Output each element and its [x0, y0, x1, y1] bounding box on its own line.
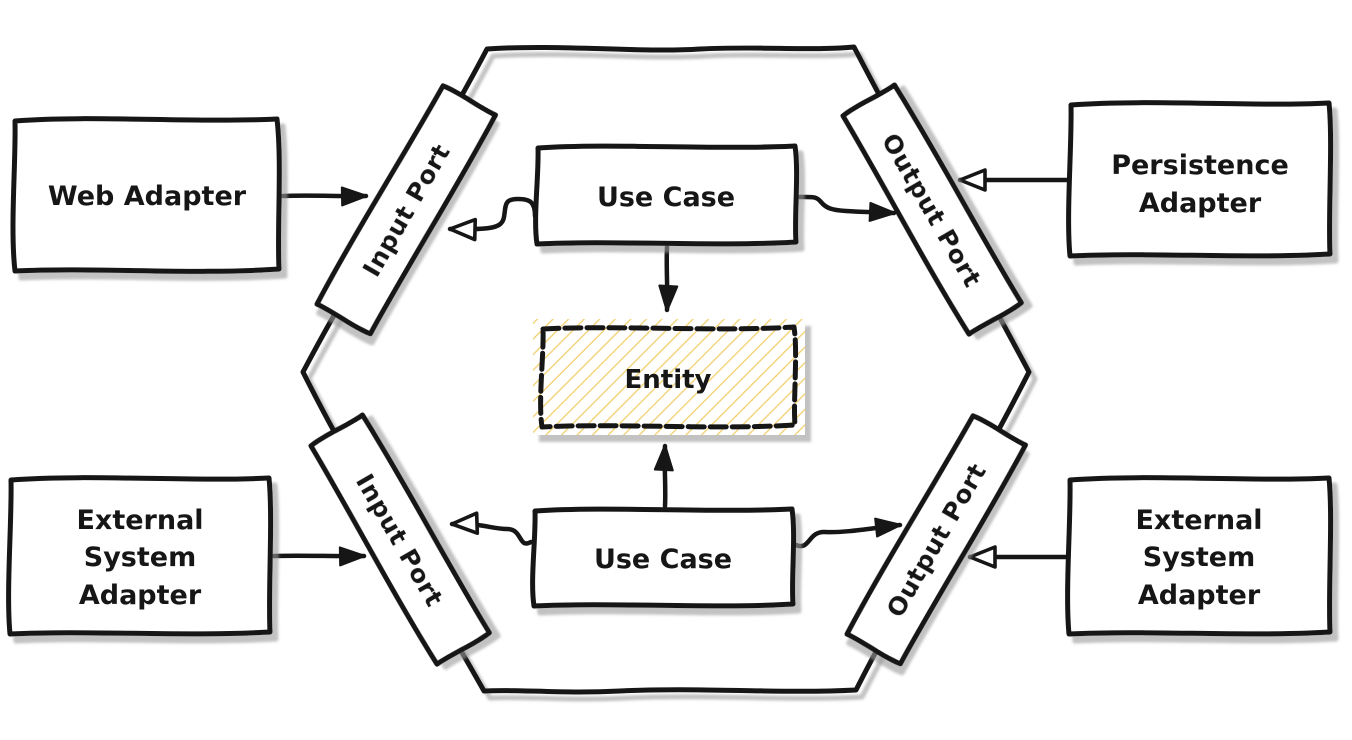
- arrow-use-case-top-to-entity: [658, 244, 679, 313]
- external-system-adapter-left-label-line2: System: [84, 542, 196, 573]
- entity: Entity: [533, 319, 805, 435]
- persistence-adapter: Persistence Adapter: [1066, 100, 1334, 259]
- input-port-top: Input Port: [314, 83, 498, 337]
- external-system-adapter-left: External System Adapter: [6, 475, 274, 637]
- web-adapter-label: Web Adapter: [48, 181, 247, 212]
- external-system-adapter-left-label-line3: Adapter: [79, 580, 202, 611]
- web-adapter: Web Adapter: [10, 116, 282, 274]
- external-system-adapter-right-label-line1: External: [1135, 505, 1262, 536]
- entity-label: Entity: [625, 365, 712, 395]
- external-system-adapter-right: External System Adapter: [1065, 475, 1334, 637]
- external-system-adapter-right-label-line2: System: [1143, 542, 1255, 573]
- use-case-top-label: Use Case: [597, 182, 735, 213]
- arrow-use-case-top-to-output-port-top: [796, 194, 897, 222]
- arrow-use-case-top-to-input-port-top: [447, 196, 538, 242]
- persistence-adapter-label-line2: Adapter: [1139, 188, 1262, 219]
- use-case-top: Use Case: [533, 143, 800, 247]
- hexagon-outline: [300, 44, 1032, 695]
- use-case-bottom-label: Use Case: [594, 544, 732, 575]
- arrow-use-case-bottom-to-output-port-bottom: [793, 517, 903, 549]
- use-case-bottom: Use Case: [530, 506, 797, 609]
- entity-hatch-fill: [533, 319, 805, 435]
- arrow-use-case-bottom-to-input-port-bottom: [449, 511, 534, 546]
- input-port-bottom: Input Port: [308, 412, 492, 667]
- output-port-top: Output Port: [840, 82, 1024, 337]
- external-system-adapter-left-label-line1: External: [76, 505, 203, 536]
- output-port-bottom: Output Port: [844, 413, 1028, 667]
- arrow-use-case-bottom-to-entity: [653, 443, 674, 509]
- external-system-adapter-right-label-line3: Adapter: [1138, 580, 1261, 611]
- persistence-adapter-label-line1: Persistence: [1111, 150, 1289, 181]
